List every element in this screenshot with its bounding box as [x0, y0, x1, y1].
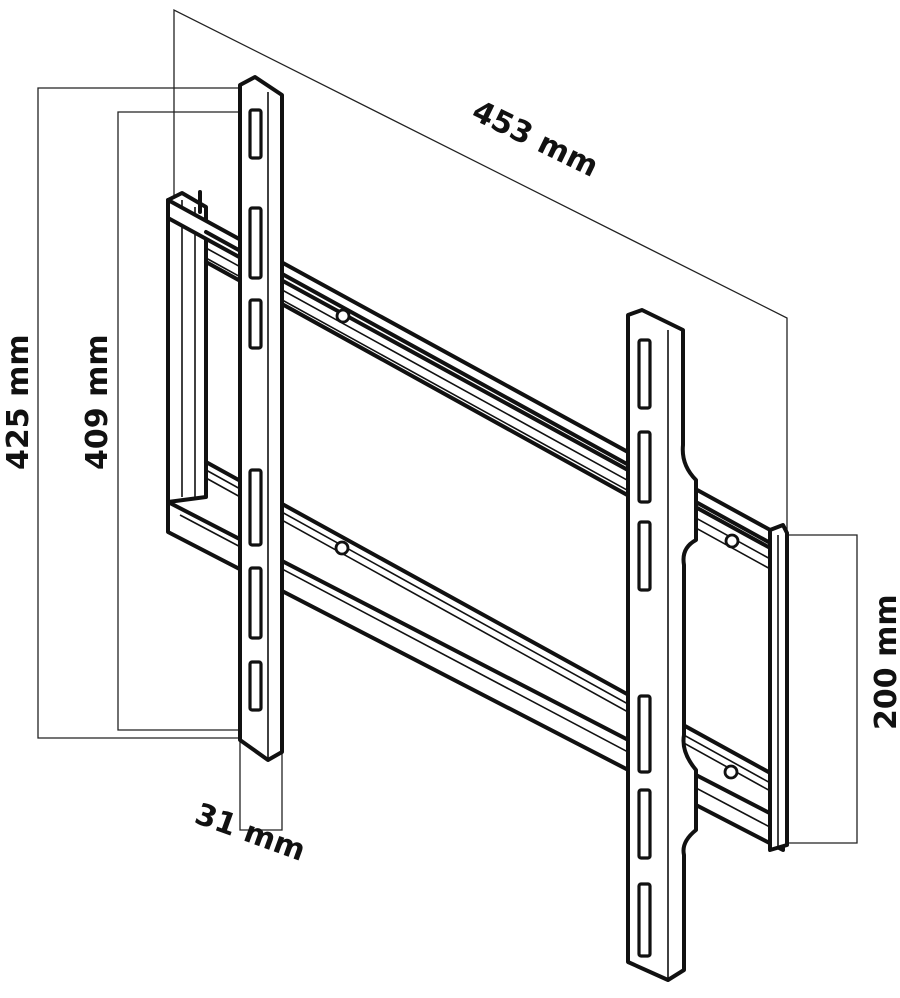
arm-slot	[637, 520, 652, 592]
arm-slot	[248, 108, 263, 160]
arm-slot	[637, 694, 652, 774]
spacing-dimension-line	[783, 534, 858, 844]
rail-hole	[334, 540, 350, 556]
arm-slot	[637, 338, 652, 410]
arm-slot	[248, 468, 263, 547]
dimension-lines	[37, 8, 858, 844]
rail-hole	[723, 764, 739, 780]
depth-label: 31 mm	[190, 797, 310, 869]
outer-height-dimension-line	[37, 87, 248, 739]
arm-slot	[248, 566, 263, 640]
width-dimension-line	[173, 8, 788, 555]
arm-slot	[248, 660, 263, 712]
outer-height-label: 425 mm	[1, 334, 36, 470]
arm-slot	[637, 788, 652, 860]
arm-slot	[248, 298, 263, 350]
left-vertical-arm	[238, 75, 284, 762]
spacing-label: 200 mm	[869, 594, 900, 730]
right-vertical-arm	[626, 308, 698, 982]
rail-hole	[724, 533, 740, 549]
width-label: 453 mm	[466, 94, 603, 185]
arm-slot	[637, 430, 652, 504]
inner-height-dimension-line	[117, 111, 250, 731]
depth-dimension-line	[239, 738, 283, 831]
dimension-labels: 453 mm 425 mm 409 mm 200 mm 31 mm	[1, 94, 900, 869]
arm-slot	[248, 206, 263, 280]
rail-hole	[335, 308, 351, 324]
rail-left-end-plate	[166, 191, 208, 504]
inner-height-label: 409 mm	[80, 334, 115, 470]
left-arm-body	[238, 75, 284, 762]
right-arm-body	[626, 308, 698, 982]
arm-slot	[637, 882, 652, 958]
